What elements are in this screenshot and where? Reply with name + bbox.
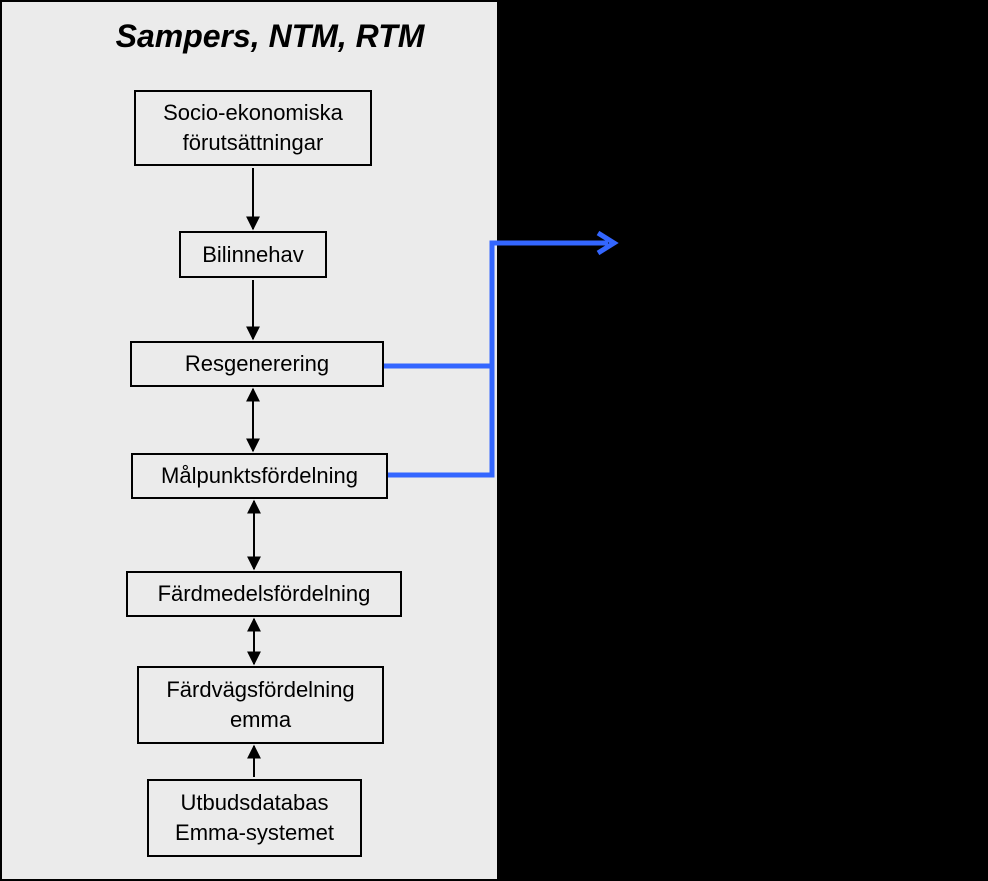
diagram-title: Sampers, NTM, RTM [115,18,425,54]
box-bilinnehav-label: Bilinnehav [202,241,304,267]
box-resgenerering: Resgenerering [130,341,384,387]
box-socio-ekonomiska: Socio-ekonomiska förutsättningar [134,90,372,166]
box-malpunkt-label: Målpunktsfördelning [161,463,358,488]
box-utbud-line1: Utbudsdatabas [180,790,329,815]
box-utbud-line2: Emma-systemet [175,820,334,845]
box-malpunktsfordelning: Målpunktsfördelning [131,453,388,499]
box-resgenerering-label: Resgenerering [184,351,330,376]
box-socio-line1: Socio-ekonomiska [163,100,343,125]
box-socio-line2: förutsättningar [182,130,324,155]
box-fardvagsfordelning: Färdvägsfördelning emma [137,666,384,744]
box-utbudsdatabas: Utbudsdatabas Emma-systemet [147,779,362,857]
box-fardvag-line1: Färdvägsfördelning [166,677,355,702]
box-fardmedelsfordelning: Färdmedelsfördelning [126,571,402,617]
box-bilinnehav: Bilinnehav [179,231,327,278]
box-fardvag-line2: emma [229,707,292,732]
box-fardmedel-label: Färdmedelsfördelning [157,581,371,606]
output-arrowhead [596,230,619,256]
